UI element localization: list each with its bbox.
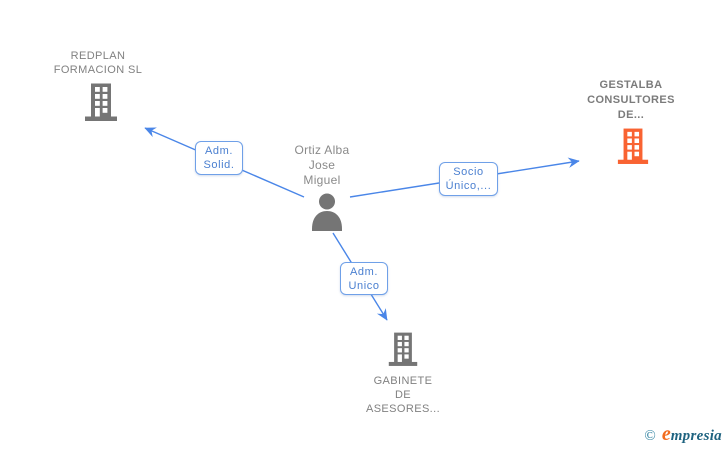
person-name-line: Miguel [303,173,341,187]
building-icon[interactable] [83,83,119,122]
person-name-line: Ortiz Alba [294,143,350,157]
relation-label-socio-unico[interactable]: Socio Único,... [439,162,498,196]
relation-label-line: Adm. [204,145,234,157]
relation-label-line: Solid. [203,159,235,171]
person-name-line: Jose [308,158,336,172]
building-icon-highlighted[interactable] [616,128,650,165]
company-name-line: GABINETE [373,375,433,387]
person-icon[interactable] [309,193,345,231]
empresia-logo: © empresia [644,423,722,446]
copyright-icon: © [644,428,656,444]
company-name-line: REDPLAN [70,50,126,62]
brand-initial: e [661,423,671,445]
company-node-gestalba-label[interactable]: GESTALBA CONSULTORES DE... [571,78,691,123]
relation-label-line: Unico [348,279,380,292]
company-name-line: DE [394,389,412,401]
person-node-label[interactable]: Ortiz Alba Jose Miguel [272,143,372,188]
company-name-line: ASESORES... [365,403,441,415]
company-node-redplan-label[interactable]: REDPLAN FORMACION SL [38,49,158,77]
relation-label-adm-solid[interactable]: Adm. Solid. [195,141,243,175]
relation-label-line: Único,... [445,180,492,192]
company-name-line: CONSULTORES [587,94,675,106]
relation-label-line: Socio [453,166,484,178]
company-node-gabinete-label[interactable]: GABINETE DE ASESORES... [343,374,463,416]
company-name-line: GESTALBA [599,79,663,91]
company-name-line: FORMACION SL [53,64,143,76]
relation-label-adm-unico[interactable]: Adm. Unico [340,262,388,295]
brand-name: mpresia [670,428,722,444]
building-icon[interactable] [387,331,419,368]
company-name-line: DE... [617,109,645,121]
relation-label-line: Adm. [349,265,379,278]
